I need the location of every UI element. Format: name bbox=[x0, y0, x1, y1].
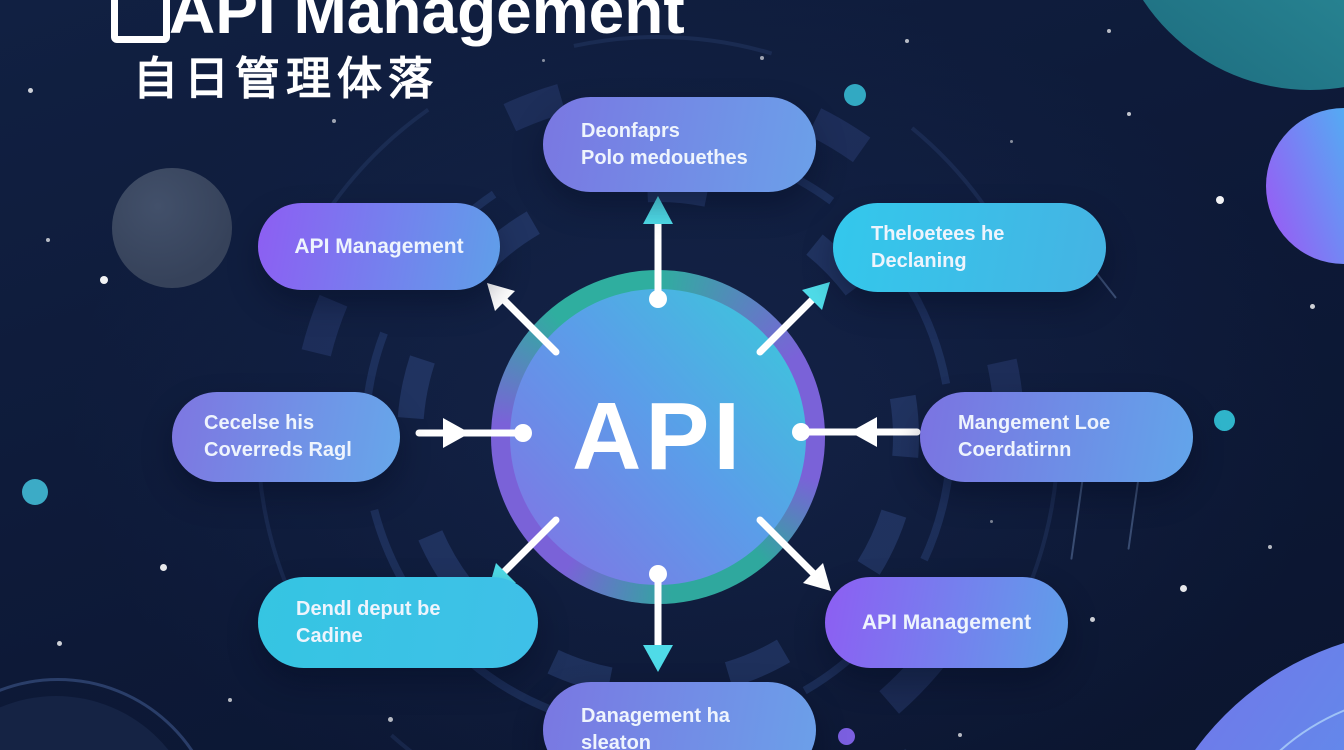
arrow-line-up-right bbox=[756, 293, 819, 356]
star-dot bbox=[958, 733, 962, 737]
node-left: Cecelse his Coverreds Ragl bbox=[172, 392, 400, 482]
star-dot bbox=[100, 276, 108, 284]
node-label: Cecelse his bbox=[204, 412, 315, 434]
node-label: Mangement Loe bbox=[958, 412, 1111, 434]
connector-dot bbox=[514, 424, 532, 442]
node-label: Dendl deput be bbox=[296, 597, 441, 620]
node-top: Deonfaprs Polo medouethes bbox=[543, 97, 816, 192]
node-label: Cadine bbox=[296, 624, 363, 647]
star-dot bbox=[228, 698, 232, 702]
connector-dot bbox=[649, 290, 667, 308]
star-dot bbox=[1180, 585, 1187, 592]
node-bottom-left: Dendl deput be Cadine bbox=[258, 577, 538, 668]
decor-dot-purple bbox=[838, 728, 855, 745]
arrowhead-up-icon bbox=[643, 196, 673, 224]
star-dot bbox=[990, 520, 993, 523]
node-label: Danagement ha bbox=[581, 705, 730, 727]
arrowhead-down-right-icon bbox=[803, 563, 831, 591]
node-label: API Management bbox=[294, 235, 464, 258]
node-bottom: Danagement ha sleaton bbox=[543, 682, 816, 750]
arrowhead-left-icon bbox=[850, 417, 877, 447]
decor-dot-teal bbox=[844, 84, 866, 106]
arrow-line-up-left bbox=[498, 294, 560, 356]
node-top-left: API Management bbox=[258, 203, 500, 290]
star-dot bbox=[1216, 196, 1224, 204]
center-api-circle: API bbox=[510, 289, 806, 585]
node-bottom-right: API Management bbox=[825, 577, 1068, 668]
decor-circle-slate bbox=[112, 168, 232, 288]
node-top-right: Theloetees he Declaning bbox=[833, 203, 1106, 292]
decor-dot-teal bbox=[1214, 410, 1235, 431]
node-label: API Management bbox=[861, 611, 1032, 634]
star-dot bbox=[1127, 112, 1131, 116]
star-dot bbox=[57, 641, 62, 646]
node-right: Mangement Loe Coerdatirnn bbox=[920, 392, 1193, 482]
node-label: Coerdatirnn bbox=[958, 439, 1072, 461]
node-label: sleaton bbox=[581, 732, 652, 750]
node-label: Deonfaprs bbox=[581, 119, 680, 142]
node-label: Polo medouethes bbox=[581, 146, 748, 169]
star-dot bbox=[28, 88, 33, 93]
star-dot bbox=[1310, 304, 1315, 309]
arrowhead-up-right-icon bbox=[802, 282, 830, 310]
page-subtitle: 自日管理体落 bbox=[133, 53, 440, 104]
decor-dot-teal bbox=[22, 479, 48, 505]
node-label: Declaning bbox=[871, 249, 967, 272]
star-dot bbox=[905, 39, 909, 43]
arrowhead-down-icon bbox=[643, 645, 673, 672]
arrow-line-down-left bbox=[499, 516, 560, 577]
star-dot bbox=[1010, 140, 1013, 143]
star-dot bbox=[388, 717, 393, 722]
star-dot bbox=[160, 564, 167, 571]
arrow-line-down-right bbox=[756, 516, 820, 580]
star-dot bbox=[542, 59, 545, 62]
page-title: API Management bbox=[169, 0, 685, 47]
star-dot bbox=[46, 238, 50, 242]
connector-dot bbox=[649, 565, 667, 583]
center-api-label: API bbox=[571, 383, 745, 490]
node-label: Theloetees he bbox=[871, 222, 1005, 245]
arrowhead-right-icon bbox=[443, 418, 470, 448]
star-dot bbox=[760, 56, 764, 60]
star-dot bbox=[332, 119, 336, 123]
star-dot bbox=[1107, 29, 1111, 33]
connector-dot bbox=[792, 423, 810, 441]
star-dot bbox=[1268, 545, 1272, 549]
star-dot bbox=[1090, 617, 1095, 622]
arrowhead-up-left-icon bbox=[487, 283, 515, 311]
square-outline-icon bbox=[111, 0, 170, 43]
node-label: Coverreds Ragl bbox=[204, 439, 352, 461]
